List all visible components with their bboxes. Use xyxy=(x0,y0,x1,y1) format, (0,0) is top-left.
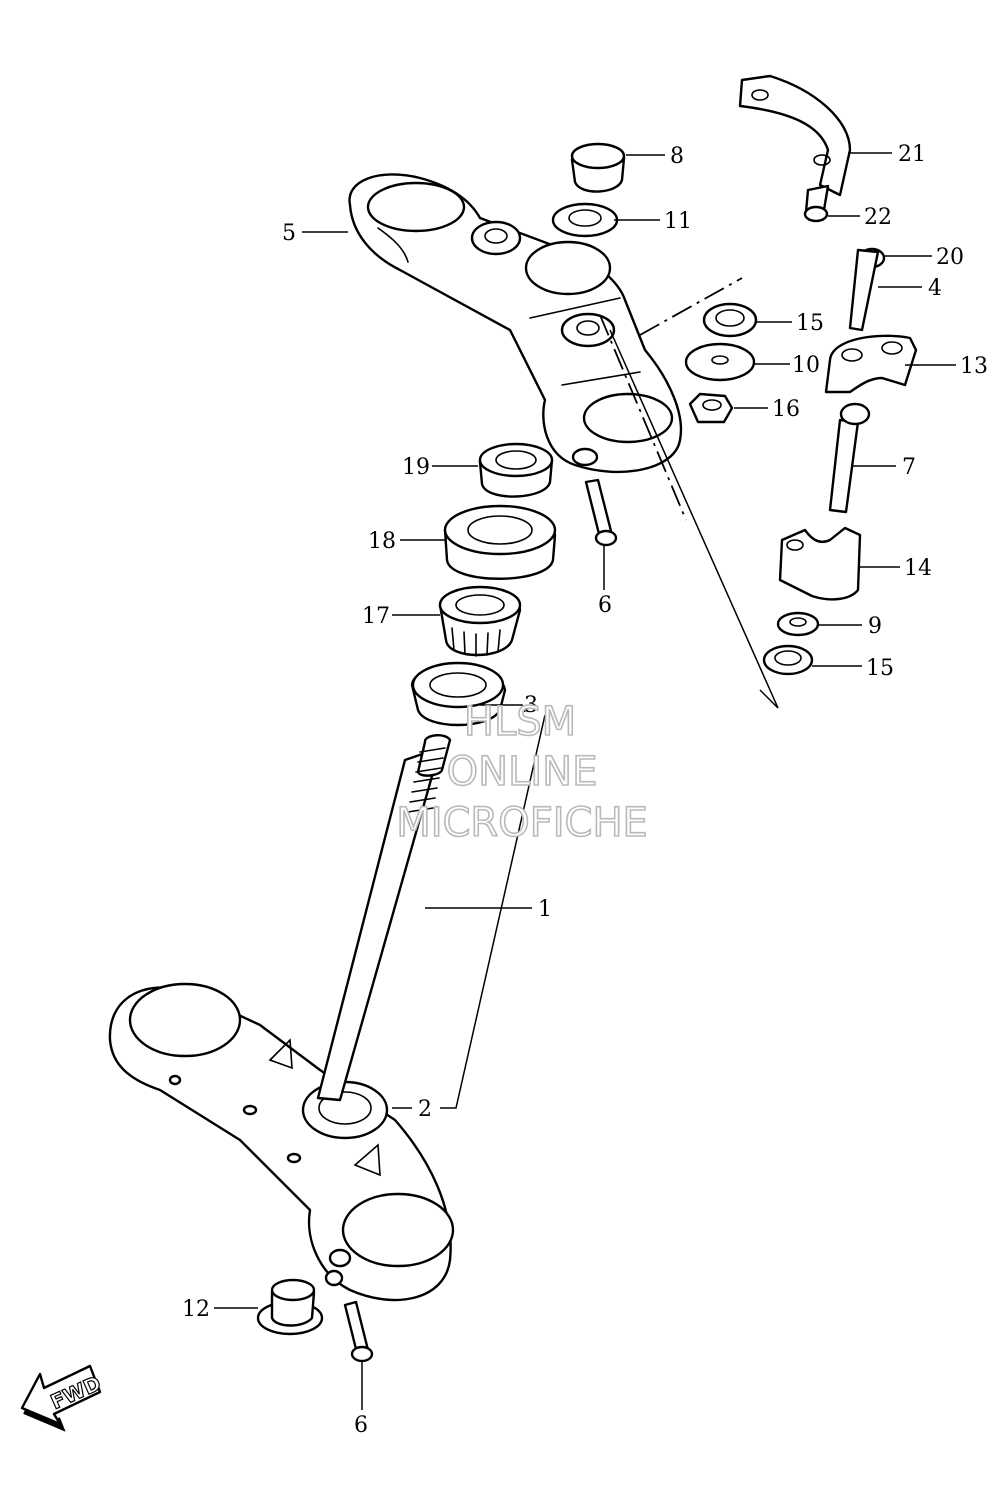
assembly-line-holder xyxy=(639,277,743,336)
callout-13: 13 xyxy=(960,354,988,379)
callout-5: 5 xyxy=(282,221,296,246)
cap-nut xyxy=(570,142,626,193)
callout-8: 8 xyxy=(670,144,684,169)
handlebar-holder-upper xyxy=(824,334,918,394)
upper-bracket xyxy=(348,173,683,474)
callout-15b: 15 xyxy=(866,656,894,681)
washer-9 xyxy=(776,611,820,637)
lower-bracket xyxy=(108,982,455,1302)
washer-10 xyxy=(684,342,756,382)
bushing-15-upper xyxy=(702,302,758,338)
callout-17: 17 xyxy=(362,604,390,629)
callout-18: 18 xyxy=(368,529,396,554)
callout-19: 19 xyxy=(402,455,430,480)
bracket-21 xyxy=(738,74,852,197)
handlebar-holder-lower xyxy=(778,526,862,601)
callout-12: 12 xyxy=(182,1297,210,1322)
nut-16 xyxy=(688,392,734,424)
callout-7: 7 xyxy=(902,455,916,480)
watermark: HLSM ONLINE MICROFICHE xyxy=(395,698,648,847)
leader-lines xyxy=(214,152,956,1410)
bushing-15-lower xyxy=(762,644,814,676)
assembly-line-bolt xyxy=(609,329,779,709)
callout-15a: 15 xyxy=(796,311,824,336)
callout-4: 4 xyxy=(928,276,942,301)
watermark-line-1: HLSM xyxy=(464,699,576,745)
callout-9: 9 xyxy=(868,614,882,639)
bolt-6-lower xyxy=(343,1300,370,1355)
steering-stem xyxy=(316,734,452,1102)
callout-22: 22 xyxy=(864,205,892,230)
fwd-indicator: FWD xyxy=(20,1364,105,1432)
callout-3: 3 xyxy=(524,693,538,718)
bolt-4 xyxy=(848,248,880,332)
callout-6b: 6 xyxy=(354,1413,368,1438)
assembly-line-stem xyxy=(599,314,687,521)
callout-11: 11 xyxy=(664,209,692,234)
callout-1: 1 xyxy=(538,897,552,922)
watermark-line-2: ONLINE xyxy=(447,749,598,795)
callout-21: 21 xyxy=(898,142,926,167)
callout-2: 2 xyxy=(418,1097,432,1122)
bolt-6-upper xyxy=(584,478,614,540)
washer-11 xyxy=(551,202,619,238)
plug-12 xyxy=(256,1278,324,1336)
callout-16: 16 xyxy=(772,397,800,422)
callout-20: 20 xyxy=(936,245,964,270)
callout-6a: 6 xyxy=(598,593,612,618)
watermark-line-3: MICROFICHE xyxy=(396,800,648,846)
callout-labels: 1 2 3 4 5 6 6 7 8 9 10 11 12 13 14 15 15… xyxy=(182,142,988,1438)
callout-14: 14 xyxy=(904,556,932,581)
callout-10: 10 xyxy=(792,353,820,378)
